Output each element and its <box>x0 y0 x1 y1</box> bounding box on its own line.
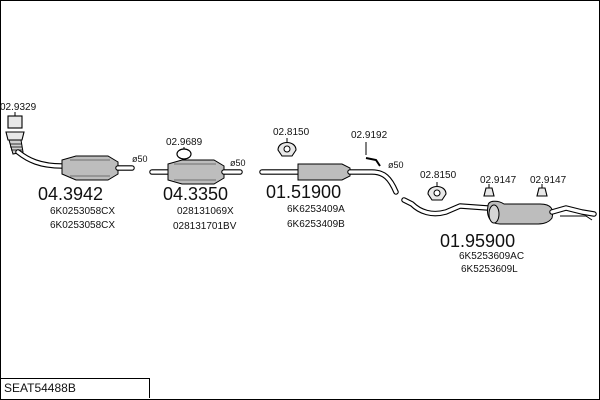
diameter-label-3: ø50 <box>388 160 404 170</box>
oem-number-4a: 6K5253609AC <box>459 251 524 262</box>
accessory-ref-3b: 02.9192 <box>351 130 388 141</box>
part-number-3: 01.51900 <box>266 182 341 202</box>
part-number-2: 04.3350 <box>163 184 228 204</box>
clamp-icon <box>365 157 381 167</box>
model-code-box: SEAT54488B <box>1 378 150 398</box>
oem-number-1b: 6K0253058CX <box>50 220 115 231</box>
catalyst-body <box>61 155 119 181</box>
accessory-ref-3a: 02.8150 <box>273 127 310 138</box>
accessory-ref-1: 02.9329 <box>0 102 37 113</box>
model-code: SEAT54488B <box>4 381 76 395</box>
oem-number-4b: 6K5253609L <box>461 264 518 275</box>
accessory-ref-4c: 02.9147 <box>530 175 567 186</box>
component-1-front-catalyst: 02.9329 ø50 04.3942 6K0253058CX 6K025305… <box>0 102 148 231</box>
component-4-rear-silencer: 02.8150 02.9147 02.9147 01.95900 6K52536… <box>401 170 597 275</box>
oem-number-2b: 028131701BV <box>173 221 237 232</box>
silencer-body-3 <box>297 163 351 181</box>
diameter-label-2: ø50 <box>230 158 246 168</box>
accessory-ref-2: 02.9689 <box>166 137 203 148</box>
accessory-ref-4b: 02.9147 <box>480 175 517 186</box>
catalyst-body-2 <box>167 159 225 185</box>
oem-number-3b: 6K6253409B <box>287 219 345 230</box>
diameter-label-1: ø50 <box>132 154 148 164</box>
hanger-icon-1 <box>483 187 495 197</box>
hanger-icon-2 <box>536 187 548 197</box>
component-2-catalyst: 02.9689 ø50 04.3350 028131069X 028131701… <box>149 137 246 232</box>
oem-number-2a: 028131069X <box>177 206 234 217</box>
oem-number-1a: 6K0253058CX <box>50 206 115 217</box>
oem-number-3a: 6K6253409A <box>287 204 345 215</box>
flange-icon <box>5 131 25 141</box>
component-3-middle-silencer: 02.8150 02.9192 ø50 01.51900 6K6253409A … <box>259 127 404 230</box>
part-number-1: 04.3942 <box>38 184 103 204</box>
flange-gasket-icon <box>7 115 23 129</box>
gasket-ring-icon <box>176 148 192 160</box>
part-number-4: 01.95900 <box>440 231 515 251</box>
accessory-ref-4a: 02.8150 <box>420 170 457 181</box>
